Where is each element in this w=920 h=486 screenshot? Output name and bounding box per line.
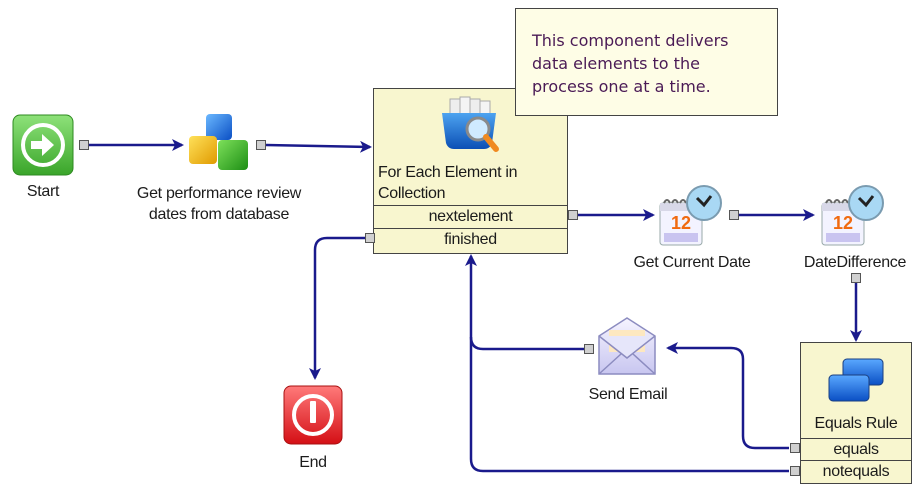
for-each-title: For Each Element in Collection xyxy=(378,162,518,204)
wire-send-email-to-for-each[interactable] xyxy=(469,336,585,351)
note-line-2: data elements to the xyxy=(532,54,700,73)
equals-output-port[interactable] xyxy=(790,443,800,453)
get-dates-label: Get performance review dates from databa… xyxy=(104,183,334,225)
send-email-label: Send Email xyxy=(588,386,668,403)
start-label: Start xyxy=(26,183,60,200)
get-dates-output-port[interactable] xyxy=(256,140,266,150)
date-difference-node[interactable]: 12 xyxy=(818,183,886,247)
finished-output-port[interactable] xyxy=(365,233,375,243)
get-current-date-node[interactable]: 12 xyxy=(656,183,724,247)
for-each-title-line-1: For Each Element in xyxy=(378,164,518,181)
send-email-node[interactable] xyxy=(595,314,661,378)
send-email-output-port[interactable] xyxy=(584,344,594,354)
notequals-output-port[interactable] xyxy=(790,466,800,476)
calendar-clock-icon: 12 xyxy=(821,185,884,246)
wire-get-dates-to-for-each[interactable] xyxy=(265,140,372,153)
end-label: End xyxy=(299,454,327,471)
wire-finished-to-end[interactable] xyxy=(309,236,366,380)
equals-rule-node[interactable]: Equals Rule equals notequals xyxy=(800,342,912,484)
collection-search-icon xyxy=(442,96,499,152)
wire-equals-to-send-email[interactable] xyxy=(666,342,789,450)
envelope-icon xyxy=(598,317,656,375)
equals-rule-output-notequals[interactable]: notequals xyxy=(801,460,911,485)
calendar-day: 12 xyxy=(833,213,853,233)
get-current-date-output-port[interactable] xyxy=(729,210,739,220)
for-each-title-line-2: Collection xyxy=(378,185,446,202)
nextelement-output-port[interactable] xyxy=(568,210,578,220)
cubes-icon xyxy=(189,114,248,170)
wire-notequals-to-for-each[interactable] xyxy=(465,254,789,473)
note-line-1: This component delivers xyxy=(532,31,729,50)
note-line-3: process one at a time. xyxy=(532,77,711,96)
get-dates-node[interactable] xyxy=(186,112,252,178)
date-difference-output-port[interactable] xyxy=(851,273,861,283)
start-arrow-icon xyxy=(12,114,74,176)
rule-windows-icon xyxy=(828,358,884,402)
end-power-icon xyxy=(283,385,343,445)
for-each-node[interactable]: For Each Element in Collection nexteleme… xyxy=(373,88,568,254)
get-dates-label-line-1: Get performance review xyxy=(136,185,302,202)
for-each-output-nextelement[interactable]: nextelement xyxy=(374,205,567,229)
get-dates-label-line-2: dates from database xyxy=(148,206,290,223)
for-each-output-finished[interactable]: finished xyxy=(374,228,567,255)
equals-rule-output-equals[interactable]: equals xyxy=(801,438,911,461)
get-current-date-label: Get Current Date xyxy=(633,254,751,271)
calendar-clock-icon: 12 xyxy=(659,185,722,246)
end-node[interactable] xyxy=(283,385,343,445)
calendar-day: 12 xyxy=(671,213,691,233)
start-node[interactable] xyxy=(12,114,74,176)
equals-rule-title: Equals Rule xyxy=(814,415,898,432)
date-difference-label: DateDifference xyxy=(803,254,907,271)
description-note: This component delivers data elements to… xyxy=(515,8,778,116)
start-output-port[interactable] xyxy=(79,140,89,150)
